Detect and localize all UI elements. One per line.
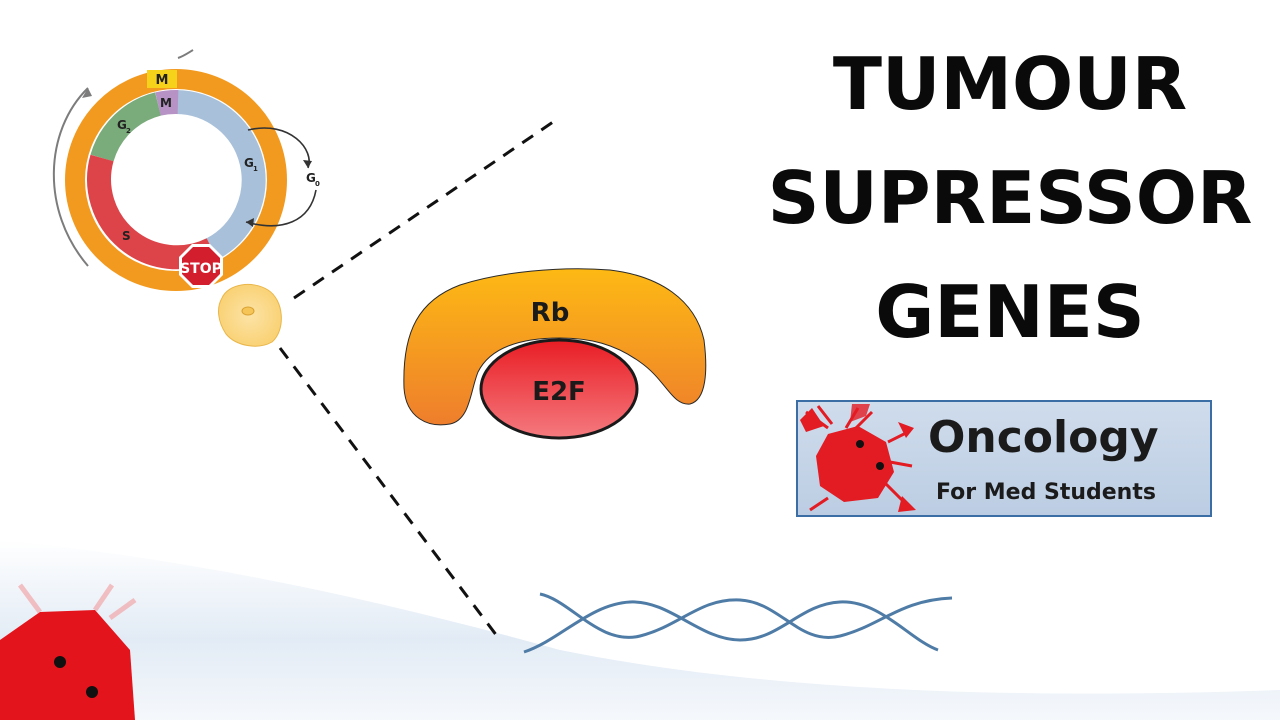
phase-g1-segment (175, 90, 266, 260)
oncology-logo: Oncology For Med Students (796, 400, 1212, 517)
title-line-3: GENES (875, 270, 1145, 354)
rb-label: Rb (531, 298, 570, 328)
g1-label: G (244, 156, 254, 170)
inner-m-label: M (160, 96, 172, 110)
g1-subscript: 1 (253, 165, 258, 173)
g2-subscript: 2 (126, 127, 131, 135)
cell-cycle-diagram: M M G 2 G 1 G 0 S STOP (52, 49, 320, 291)
outer-m-segment (147, 70, 177, 88)
g0-subscript: 0 (315, 180, 320, 188)
logo-title: Oncology (928, 412, 1159, 463)
corner-crab-icon (0, 583, 137, 720)
g0-return-arrow (245, 189, 317, 227)
cell-icon (218, 283, 282, 347)
g0-arrow-head-icon (303, 160, 312, 168)
zoom-line-lower (278, 347, 502, 641)
title-line-2: SUPRESSOR (767, 156, 1253, 240)
e2f-protein (479, 338, 639, 440)
crab-logo-icon (800, 404, 916, 512)
rb-e2f-complex: Rb E2F (403, 268, 707, 440)
g0-return-head-icon (246, 218, 254, 227)
phase-s-segment (87, 154, 218, 270)
stop-sign-label: STOP (180, 261, 222, 277)
g2-label: G (117, 118, 127, 132)
zoom-line-upper (293, 118, 557, 300)
e2f-label: E2F (532, 377, 586, 407)
cycle-direction-arrow (52, 87, 89, 267)
outer-m-label: M (156, 73, 169, 88)
dna-helix-icon (523, 592, 953, 654)
stop-sign-icon: STOP (179, 244, 223, 288)
s-label: S (122, 229, 131, 243)
phase-m-inner-segment (155, 89, 179, 116)
phase-g2-segment (90, 92, 162, 162)
logo-subtitle: For Med Students (936, 480, 1156, 505)
cycle-top-arrow (177, 49, 194, 59)
arrow-head-icon (82, 88, 92, 98)
background-fade (0, 540, 1280, 720)
rb-protein (403, 268, 707, 426)
title-line-1: TUMOUR (832, 42, 1188, 126)
g0-label: G (306, 171, 316, 185)
